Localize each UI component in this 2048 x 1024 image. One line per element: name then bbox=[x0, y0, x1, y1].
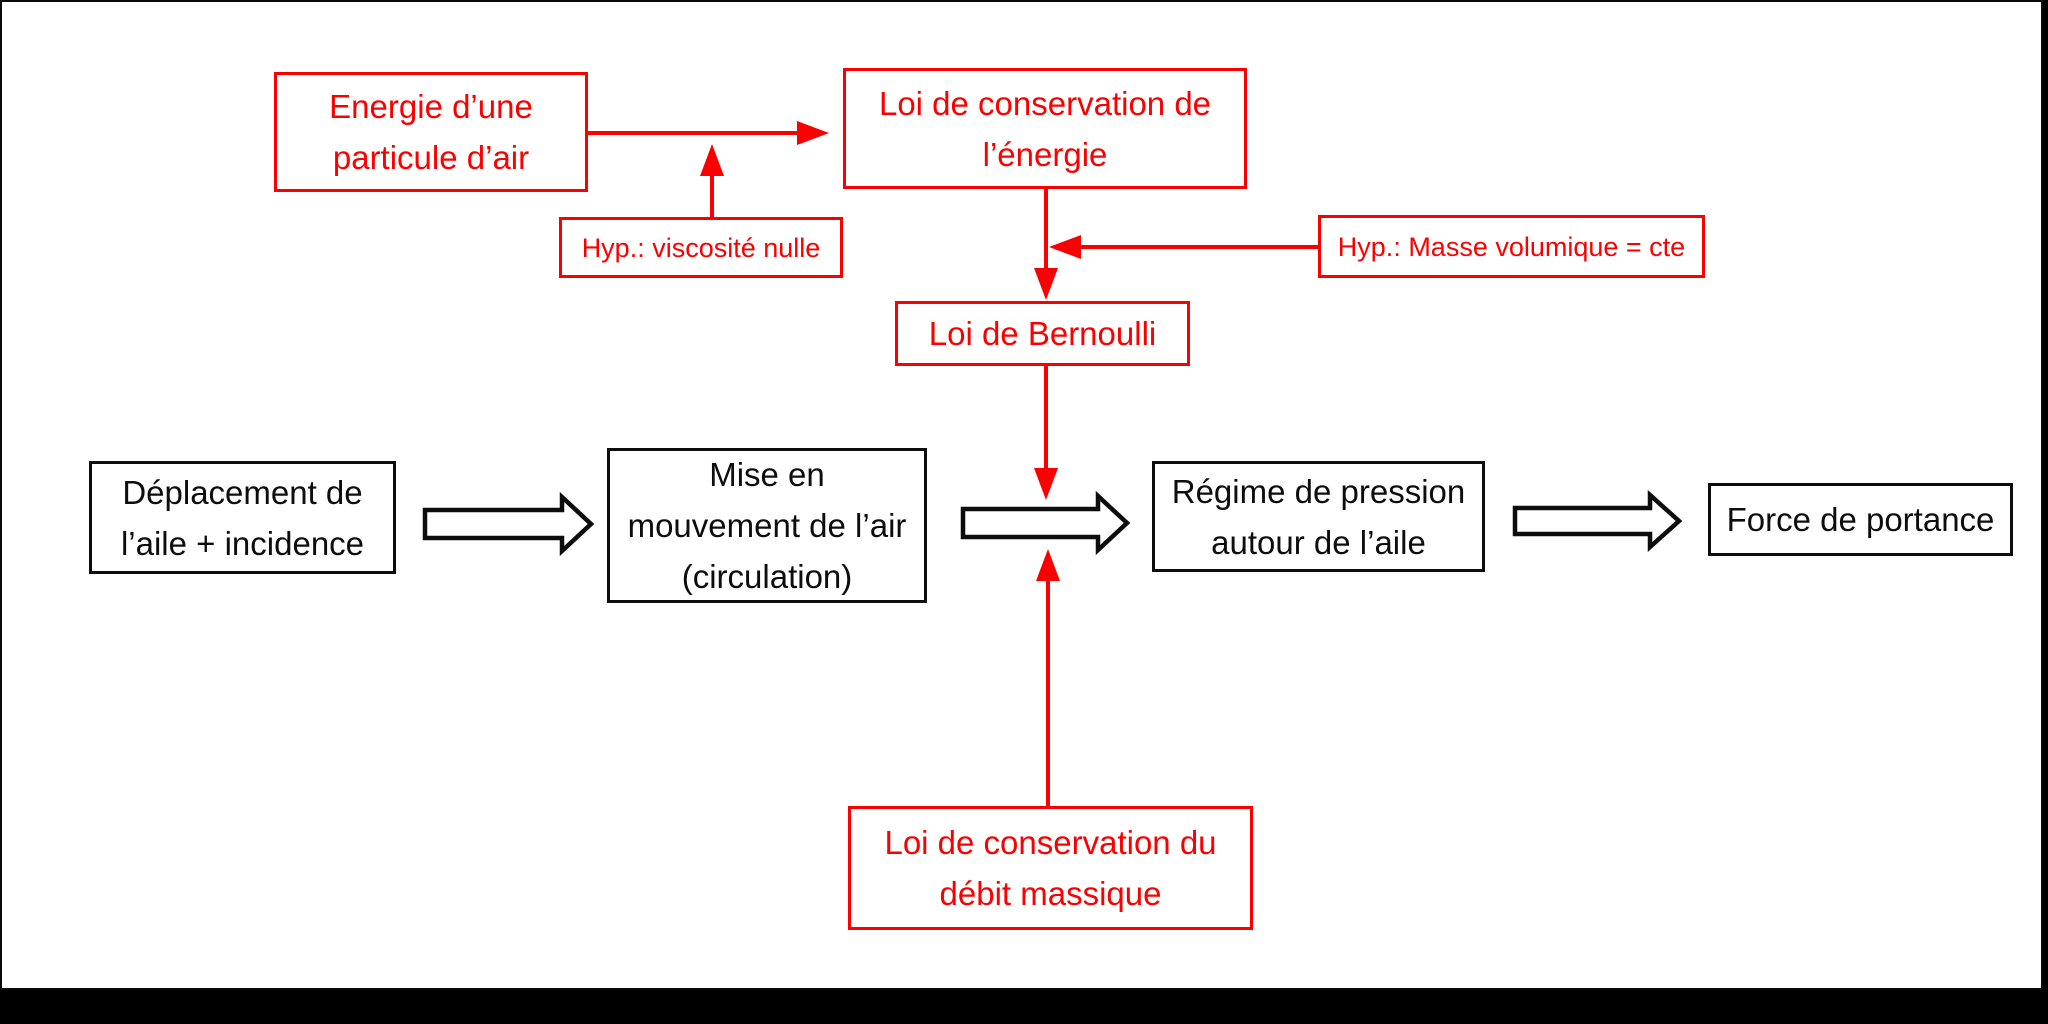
node-label: Hyp.: viscosité nulle bbox=[581, 232, 821, 263]
node-label: Loi de conservation du bbox=[884, 824, 1217, 861]
node-label: Energie d’une bbox=[329, 88, 533, 125]
node-label: Loi de Bernoulli bbox=[928, 315, 1157, 352]
node-energie-particule: Energie d’une particule d’air bbox=[274, 72, 588, 192]
node-hyp-masse-volumique: Hyp.: Masse volumique = cte bbox=[1318, 215, 1705, 278]
node-loi-conservation-energie: Loi de conservation de l’énergie bbox=[843, 68, 1247, 189]
node-label: autour de l’aile bbox=[1211, 523, 1426, 561]
node-regime-pression: Régime de pression autour de l’aile bbox=[1152, 461, 1485, 572]
node-label: Déplacement de bbox=[122, 473, 363, 511]
node-label: Hyp.: Masse volumique = cte bbox=[1337, 231, 1686, 262]
node-hyp-viscosite: Hyp.: viscosité nulle bbox=[559, 217, 843, 278]
node-loi-bernoulli: Loi de Bernoulli bbox=[895, 301, 1190, 366]
node-force-portance: Force de portance bbox=[1708, 483, 2013, 556]
node-label: particule d’air bbox=[332, 139, 530, 176]
node-loi-debit-massique: Loi de conservation du débit massique bbox=[848, 806, 1253, 930]
node-deplacement-aile: Déplacement de l’aile + incidence bbox=[89, 461, 396, 574]
node-mise-en-mouvement: Mise en mouvement de l’air (circulation) bbox=[607, 448, 927, 603]
node-label: Mise en bbox=[709, 456, 825, 493]
node-label: (circulation) bbox=[681, 558, 853, 595]
node-label: l’énergie bbox=[982, 135, 1108, 173]
node-label: l’aile + incidence bbox=[120, 524, 365, 562]
node-label: mouvement de l’air bbox=[627, 507, 907, 544]
node-label: Loi de conservation de bbox=[878, 84, 1212, 122]
node-label: Force de portance bbox=[1726, 501, 1995, 538]
node-label: Régime de pression bbox=[1171, 472, 1466, 510]
node-label: débit massique bbox=[939, 875, 1162, 912]
